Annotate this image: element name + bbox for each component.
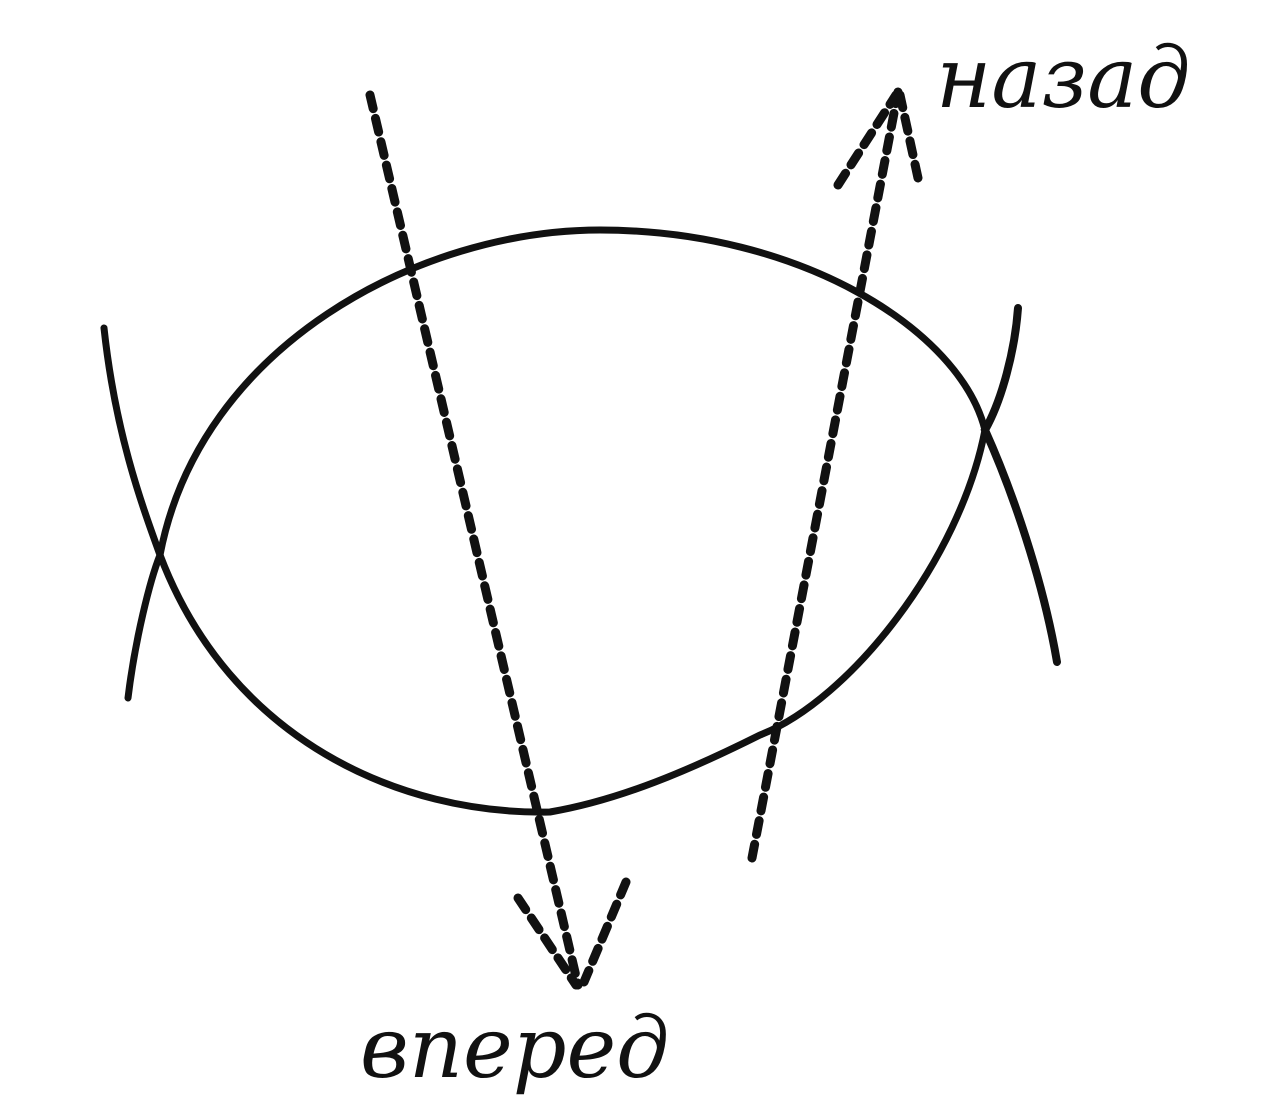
forward-arrow-shaft — [365, 90, 583, 990]
back-label: назад — [936, 29, 1191, 127]
left-outer-arc — [100, 324, 164, 702]
forward-arrow — [365, 90, 631, 990]
central-ellipse — [156, 226, 989, 816]
back-arrow-shaft — [747, 87, 903, 863]
back-arrow-head-right — [895, 90, 923, 183]
forward-label: вперед — [360, 999, 670, 1097]
forward-arrow-head-left — [513, 893, 581, 990]
right-outer-arc — [980, 304, 1061, 666]
back-arrow — [747, 87, 923, 863]
back-arrow-head-left — [833, 90, 901, 190]
forward-arrow-head-right — [579, 877, 631, 987]
